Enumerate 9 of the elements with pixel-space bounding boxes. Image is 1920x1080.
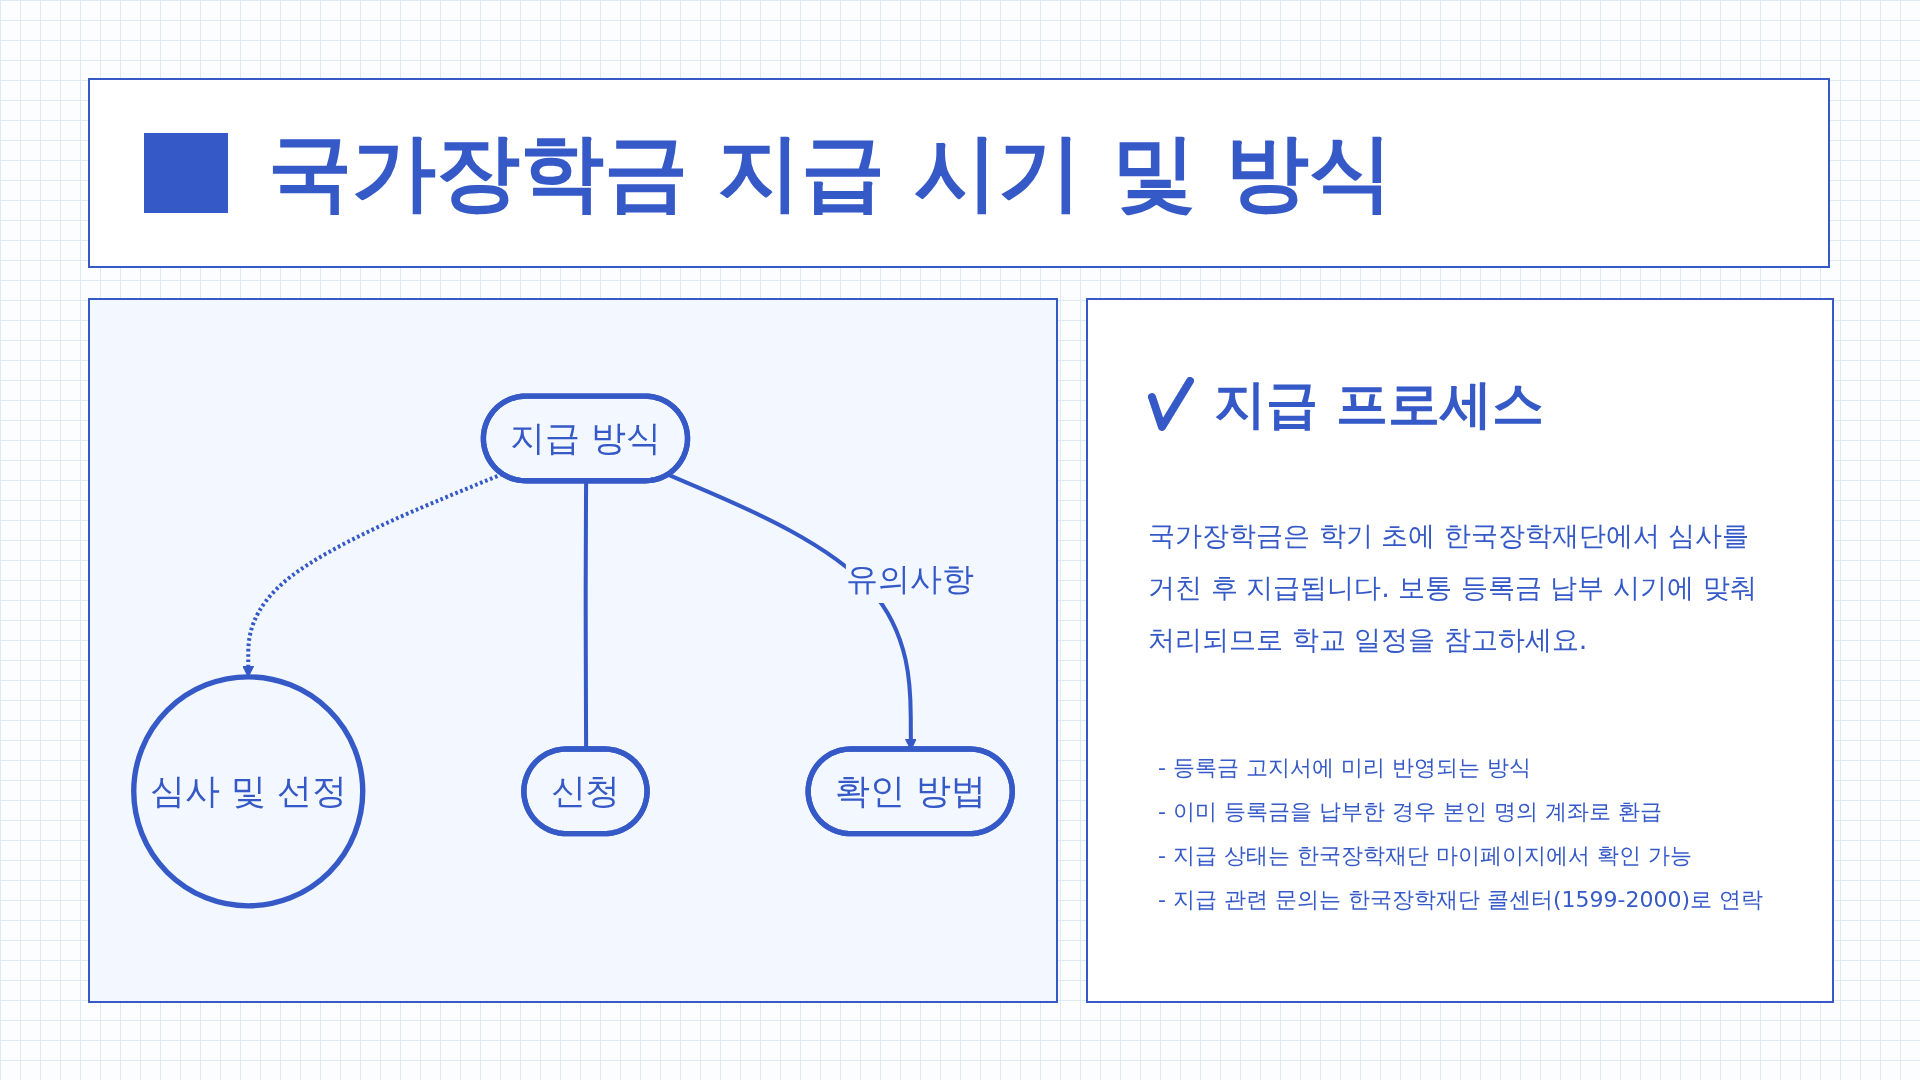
section-heading: 지급 프로세스	[1214, 373, 1545, 436]
paragraph: 국가장학금은 학기 초에 한국장학재단에서 심사를 거친 후 지급됩니다. 보통 등록금 납부 시기에 맞춰 처리되므로 학교 일정을 참고하세요.	[1148, 519, 1758, 657]
node-circle	[131, 673, 366, 908]
bullet-item: - 이미 등록금을 납부한 경우 본인 명의 계좌로 환급	[1158, 798, 1662, 826]
title: 국가장학금 지급 시기 및 방식	[268, 122, 1393, 223]
bullet-item: - 지급 상태는 한국장학재단 마이페이지에서 확인 가능	[1158, 842, 1692, 870]
bullet-item: - 등록금 고지서에 미리 반영되는 방식	[1158, 754, 1531, 782]
diagram-panel: 유의사항 지급 방식 심사 및 선정 신청 확인 방법	[88, 298, 1058, 1003]
bullet-item: - 지급 관련 문의는 한국장학재단 콜센터(1599-2000)로 연락	[1158, 886, 1763, 914]
